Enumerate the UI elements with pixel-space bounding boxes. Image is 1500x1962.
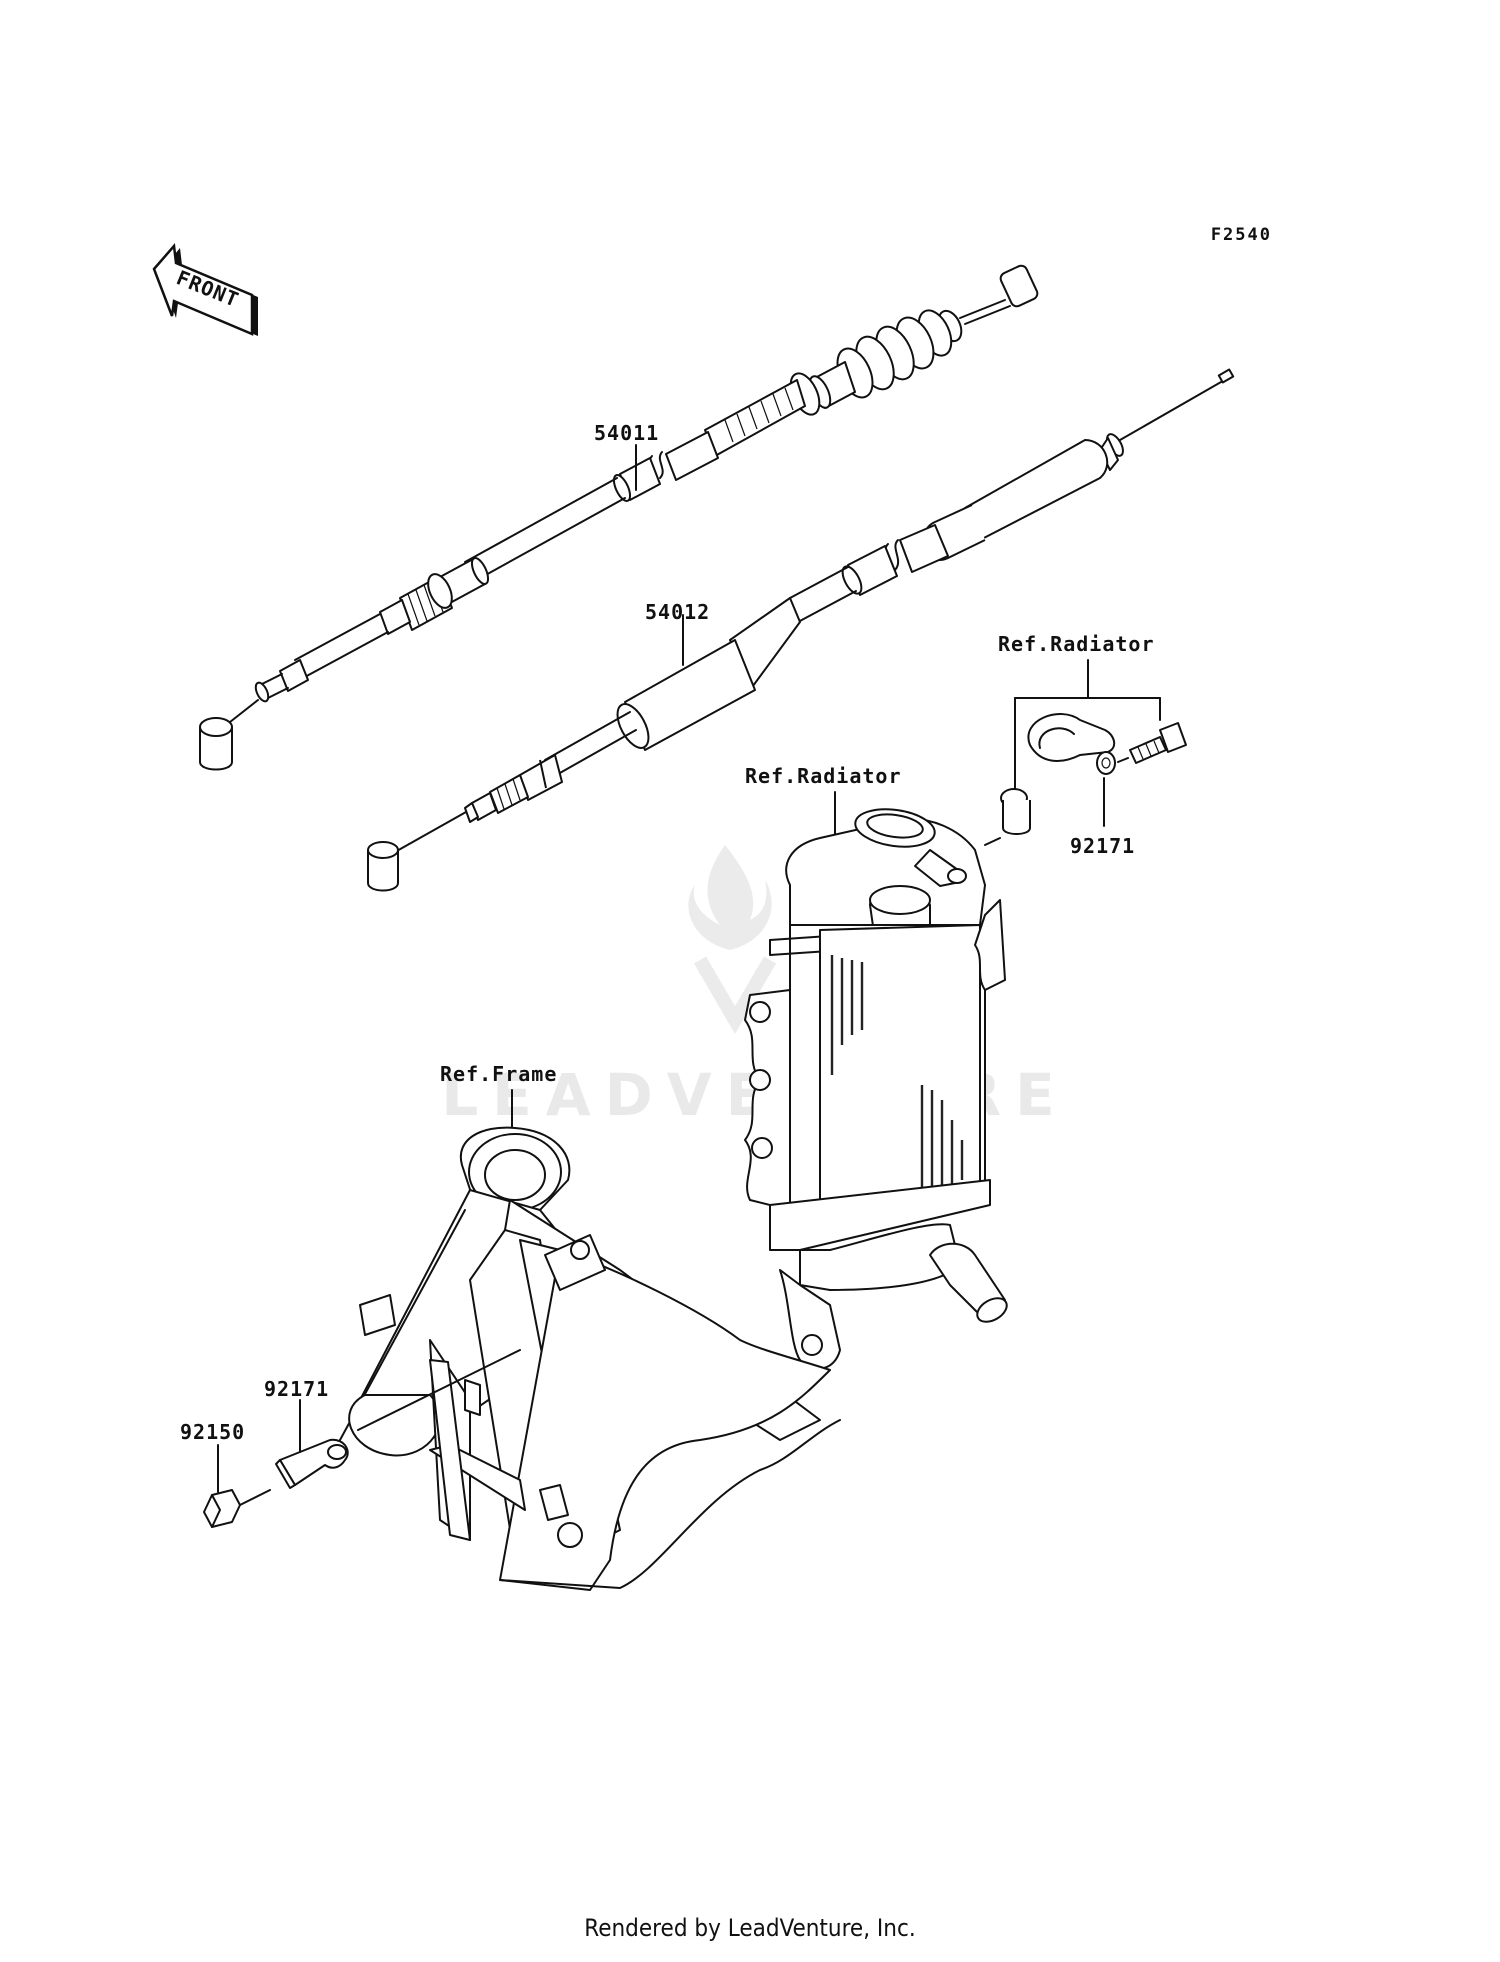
ref-radiator-label-top: Ref.Radiator <box>998 632 1155 656</box>
frame: Ref.Frame <box>339 1062 841 1591</box>
part-label-92171-lower[interactable]: 92171 <box>264 1377 329 1401</box>
part-label-54011[interactable]: 54011 <box>594 421 659 445</box>
ref-radiator-label-mid: Ref.Radiator <box>745 764 902 788</box>
part-label-92150[interactable]: 92150 <box>180 1420 245 1444</box>
figure-code: F2540 <box>1211 225 1272 245</box>
ref-frame-label: Ref.Frame <box>440 1062 557 1086</box>
throttle-cable <box>367 368 1235 892</box>
front-arrow-icon: FRONT <box>152 243 258 336</box>
lower-clamp-group: 92171 92150 <box>180 1349 521 1528</box>
clutch-cable <box>199 264 1039 771</box>
radiator-core-fins <box>830 955 964 1200</box>
part-label-92171-upper[interactable]: 92171 <box>1070 834 1135 858</box>
footer-credit: Rendered by LeadVenture, Inc. <box>584 1914 916 1942</box>
part-label-54012[interactable]: 54012 <box>645 600 710 624</box>
radiator: Ref.Radiator <box>744 764 1008 1370</box>
radiator-clamp-group: Ref.Radiator 92171 <box>984 632 1187 858</box>
